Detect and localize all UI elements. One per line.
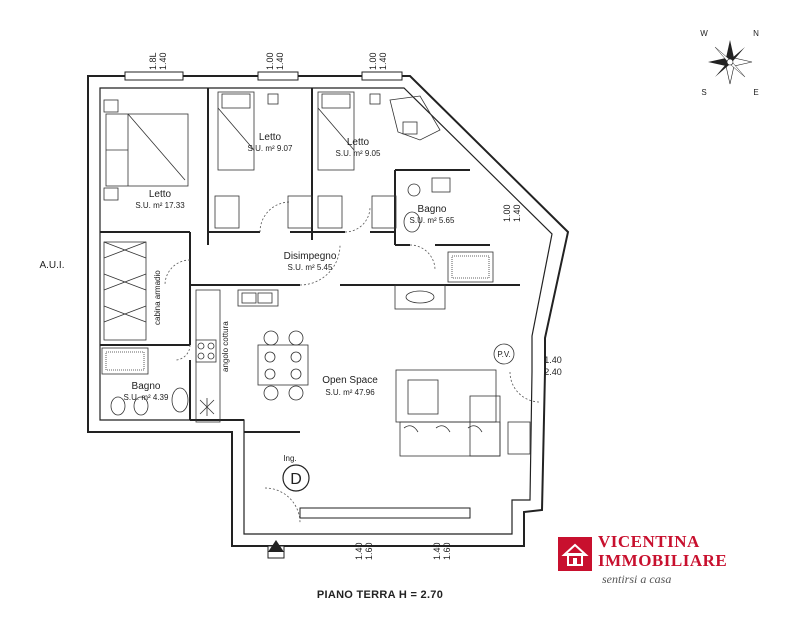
brand-name-line2: IMMOBILIARE (598, 551, 728, 570)
compass-s: S (701, 88, 706, 97)
compass-n: N (753, 29, 759, 38)
room-area-letto-2: S.U. m² 9.07 (248, 144, 293, 153)
dim-top-1b: 1.40 (158, 52, 168, 70)
room-area-open-space: S.U. m² 47.96 (325, 388, 375, 397)
brand-tagline: sentirsi a casa (602, 572, 672, 586)
room-name-bagno-1: Bagno (418, 204, 447, 215)
pv-label: P.V. (497, 350, 510, 359)
compass-rose-icon (708, 40, 753, 85)
dim-right-b: 2.40 (544, 367, 562, 377)
dim-top-3b: 1.40 (378, 52, 388, 70)
wardrobe-label: cabina armadio (153, 270, 162, 325)
compass-e: E (753, 88, 758, 97)
room-name-bagno-2: Bagno (132, 381, 161, 392)
aui-label: A.U.I. (39, 260, 64, 271)
room-name-letto-3: Letto (347, 137, 370, 148)
dim-bottom-2a: 1.40 (432, 542, 442, 560)
dim-bottom-2b: 1.60 (442, 542, 452, 560)
double-bed (103, 99, 189, 201)
entrance-label: Ing. (283, 454, 296, 463)
kitchen (195, 289, 279, 423)
room-name-open-space: Open Space (322, 375, 378, 386)
living-furniture (395, 369, 531, 457)
entry-arrow-icon (267, 540, 285, 559)
room-name-letto-2: Letto (259, 132, 282, 143)
door-swings (164, 201, 541, 524)
room-name-disimpegno: Disimpegno (284, 251, 337, 262)
room-area-letto-1: S.U. m² 17.33 (135, 201, 185, 210)
kitchen-label: angolo cottura (221, 321, 230, 372)
wardrobe (103, 241, 147, 341)
entrance-marker (282, 464, 310, 492)
compass-w: W (700, 29, 708, 38)
house-logo-icon (558, 537, 592, 571)
room-area-disimpegno: S.U. m² 5.45 (288, 263, 333, 272)
dim-top-2a: 1.00 (265, 52, 275, 70)
pv-marker (493, 343, 515, 365)
single-bed-1 (214, 91, 313, 229)
desk (389, 95, 441, 141)
brand-name-line1: VICENTINA (598, 532, 700, 551)
entrance-letter: D (290, 471, 302, 488)
dim-top-3a: 1.00 (368, 52, 378, 70)
bathroom-2-fixtures (101, 347, 189, 416)
room-name-letto-1: Letto (149, 189, 172, 200)
dim-top-2b: 1.40 (275, 52, 285, 70)
dining-table (257, 330, 309, 401)
room-area-bagno-2: S.U. m² 4.39 (124, 393, 169, 402)
dim-bottom-1b: 1.60 (364, 542, 374, 560)
dim-bottom-1a: 1.40 (354, 542, 364, 560)
single-bed-2 (317, 91, 397, 229)
windows (124, 71, 471, 519)
brand-logo: VICENTINA IMMOBILIARE sentirsi a casa (556, 528, 756, 590)
bathroom-1-fixtures (394, 177, 494, 310)
dim-right-a: 1.40 (544, 355, 562, 365)
dim-diag-a: 1.00 (502, 204, 512, 222)
room-area-bagno-1: S.U. m² 5.65 (410, 216, 455, 225)
interior-walls (100, 88, 520, 433)
room-area-letto-3: S.U. m² 9.05 (336, 149, 381, 158)
floor-title: PIANO TERRA H = 2.70 (317, 589, 443, 601)
dim-diag-b: 1.40 (512, 204, 522, 222)
dim-top-1a: 1.8L (148, 52, 158, 70)
